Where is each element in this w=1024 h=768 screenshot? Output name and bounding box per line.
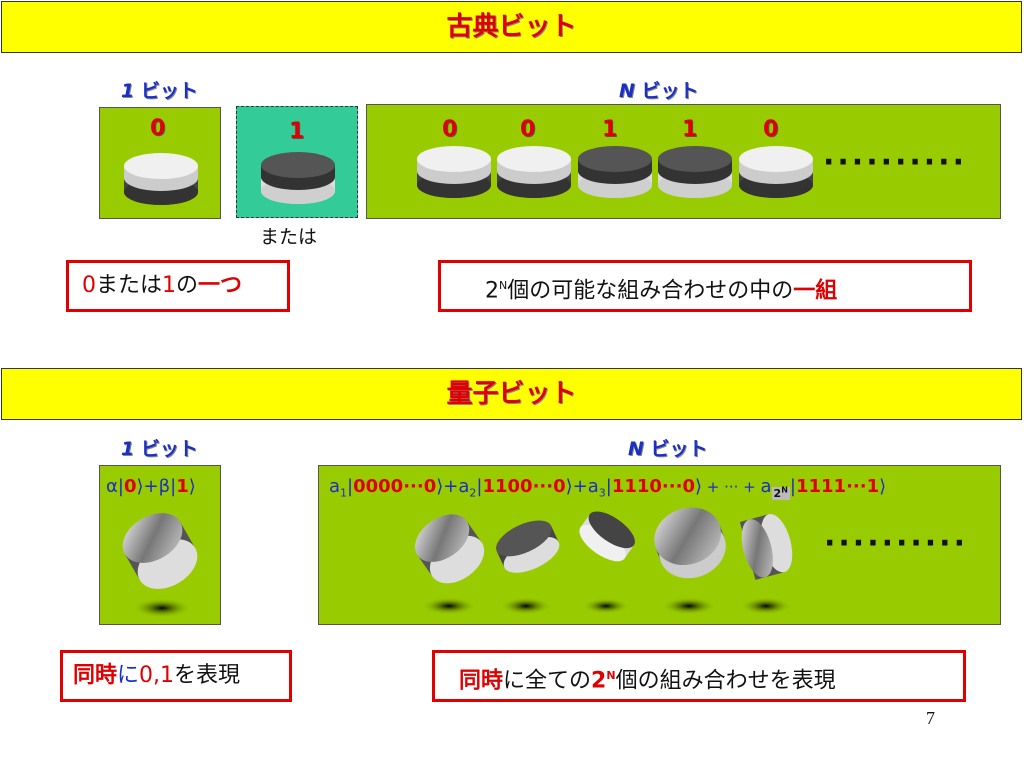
subscript-badge: 2N <box>771 484 790 500</box>
classical-n-bit-panel: 0 0 1 1 0 ·········· <box>366 104 1001 219</box>
classical-one-bit-caption: 0または1の一つ <box>66 260 290 312</box>
black-up-coin-icon <box>261 152 335 204</box>
classical-n-bit-label: N ビット <box>619 80 699 102</box>
quantum-n-bit-panel: a1|0000···0⟩+a2|1100···0⟩+a3|1110···0⟩ +… <box>318 465 1001 625</box>
classical-alt-panel: 1 <box>236 106 358 218</box>
tilted-coin-icon <box>739 513 793 615</box>
white-up-coin-icon <box>497 146 571 198</box>
tilted-coin-icon <box>496 520 560 615</box>
n-bit-digit: 0 <box>442 117 458 142</box>
black-up-coin-icon <box>578 146 652 198</box>
n-bit-digit: 0 <box>763 117 779 142</box>
white-up-coin-icon <box>739 146 813 198</box>
white-up-coin-icon <box>417 146 491 198</box>
tilted-coin-icon <box>654 507 726 615</box>
quantum-title: 量子ビット <box>446 379 577 409</box>
quantum-one-bit-panel: α|0⟩+β|1⟩ <box>99 465 221 625</box>
tilted-coin-icon <box>414 514 485 615</box>
tilted-coins-group <box>414 507 793 615</box>
quantum-n-bit-caption: 同時に全ての2N個の組み合わせを表現 <box>432 650 966 702</box>
tilted-coin-icon <box>579 511 635 614</box>
quantum-bit-banner: 量子ビット <box>1 368 1022 420</box>
ellipsis-dots: ·········· <box>824 526 968 561</box>
page-number: 7 <box>926 708 935 728</box>
white-up-coin-icon <box>124 153 198 205</box>
ellipsis-dots: ·········· <box>823 145 967 180</box>
superposition-formula: a1|0000···0⟩+a2|1100···0⟩+a3|1110···0⟩ +… <box>329 476 887 500</box>
classical-one-bit-label: 1 ビット <box>121 80 198 102</box>
n-bit-digit: 1 <box>682 117 698 142</box>
quantum-one-bit-label: 1 ビット <box>121 438 198 460</box>
qubit-state-formula: α|0⟩+β|1⟩ <box>106 476 196 497</box>
n-bit-digit: 0 <box>520 117 536 142</box>
or-text: または <box>260 226 318 248</box>
black-up-coin-icon <box>658 146 732 198</box>
quantum-n-bit-label: N ビット <box>628 438 708 460</box>
classical-one-bit-panel: 0 <box>99 107 221 219</box>
tilted-coin-icon <box>122 513 198 618</box>
quantum-one-bit-caption: 同時に0,1を表現 <box>60 650 292 702</box>
classical-bit-banner: 古典ビット <box>1 1 1022 53</box>
classical-n-bit-caption: 2N個の可能な組み合わせの中の一組 <box>438 260 972 312</box>
n-bit-digit: 1 <box>602 117 618 142</box>
classical-title: 古典ビット <box>446 12 577 42</box>
classical-alt-digit: 1 <box>289 119 305 144</box>
classical-bit-digit: 0 <box>150 116 166 141</box>
